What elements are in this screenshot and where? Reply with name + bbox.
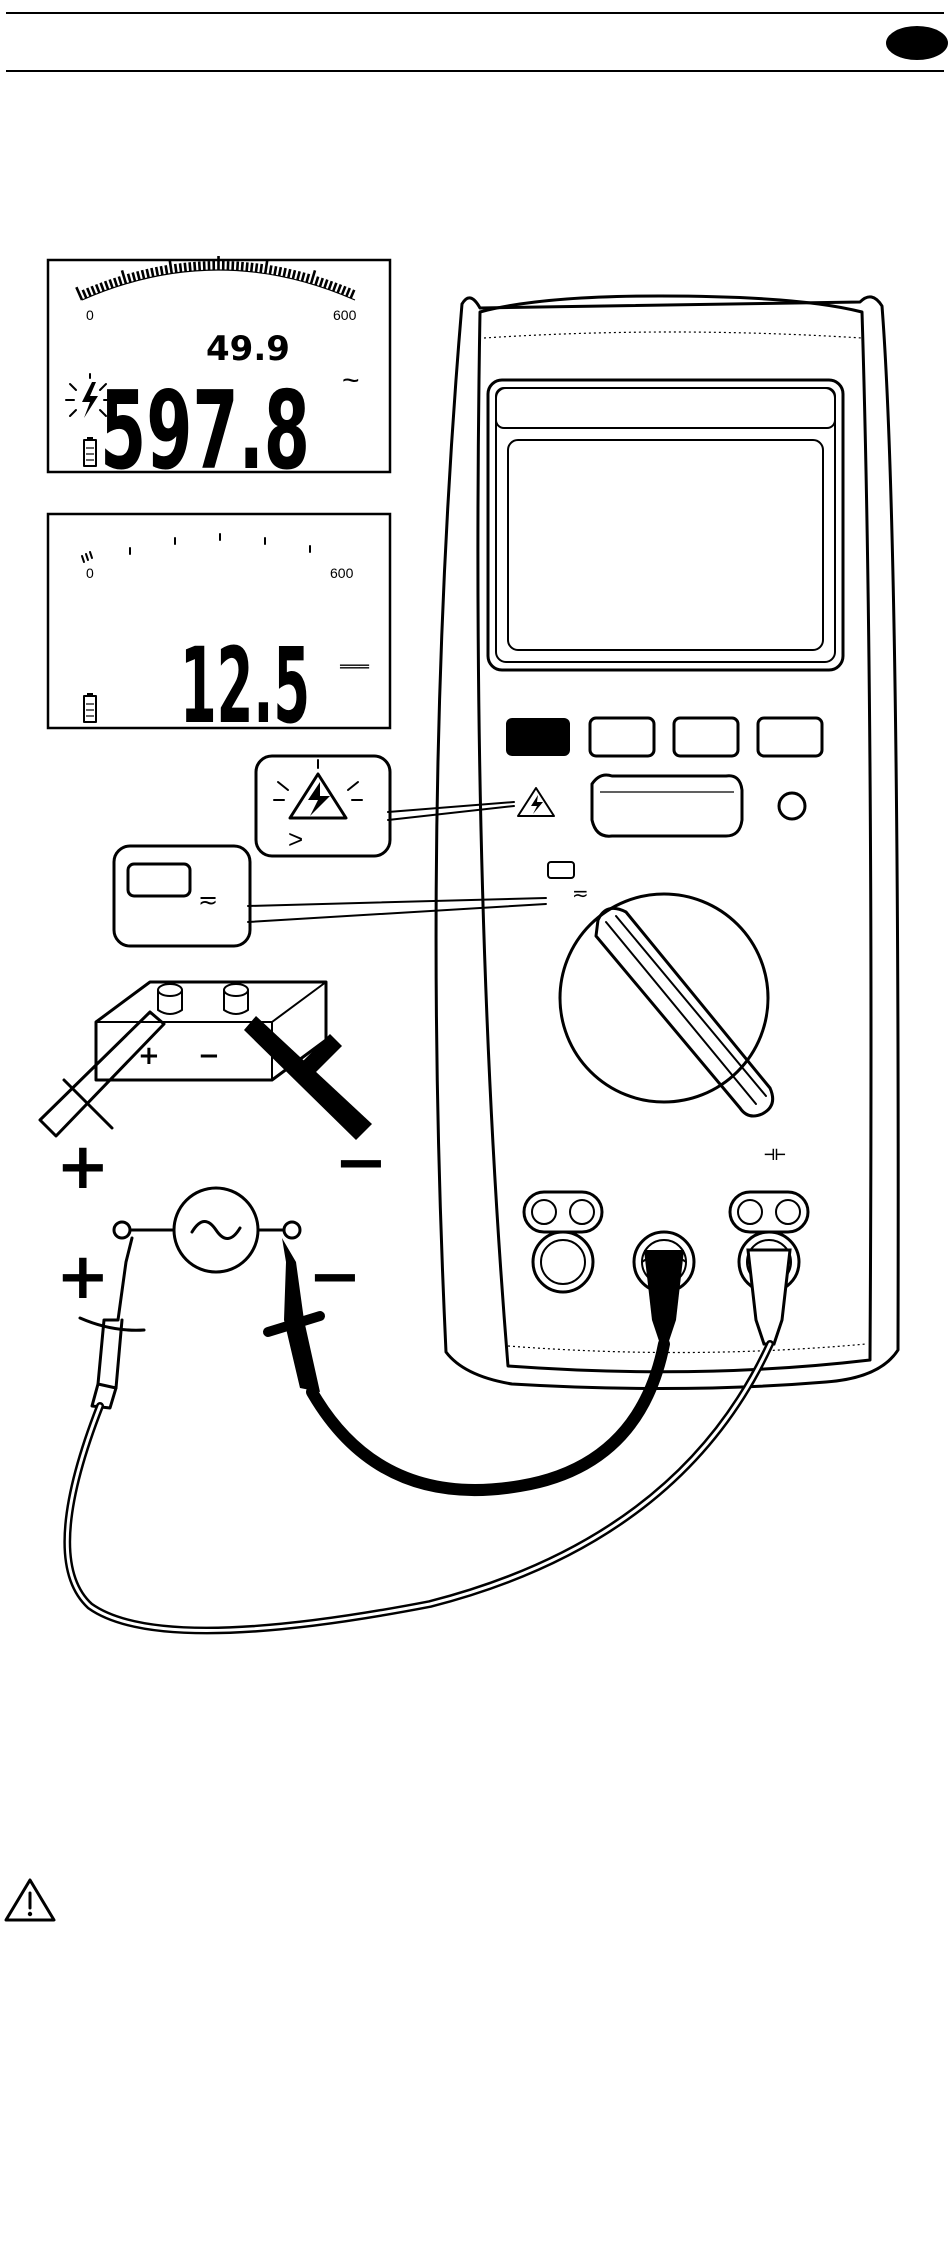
test-leads [67,1344,770,1631]
ac-minus-label: − [308,1240,362,1314]
rotary-dial-icon[interactable] [560,894,773,1116]
bargraph-segment [279,267,281,276]
mode-symbol: ~ [342,364,360,397]
ac-source-circuit: + − [56,1188,362,1408]
capacitance-symbol: ⊣⊢ [764,1144,786,1165]
hold-button[interactable] [592,775,742,836]
multimeter: ≂ ⊣⊢ [436,296,898,1389]
panel-hv-warning-icon [518,788,554,816]
bargraph-segment [270,265,271,274]
softkey-3[interactable] [674,718,738,756]
black-probe [244,1016,372,1140]
backlight-button[interactable] [779,793,805,819]
softkey-row [506,718,822,756]
bargraph-segment [156,267,158,276]
bargraph-segment [194,262,195,271]
softkey-2[interactable] [590,718,654,756]
mode-callout-symbol: ≂ [198,887,218,914]
black-test-plug [642,1250,686,1344]
circuit-plus-label: + [56,1130,110,1204]
bargraph-segment [166,265,167,274]
bargraph-segment [251,263,252,272]
display-ac: 0 600 49.9 597.8 ~ [48,256,390,494]
scale-end-label: 600 [330,565,354,581]
scale-start-label: 0 [86,565,94,581]
red-probe [40,1012,164,1136]
bargraph-segment [237,262,238,271]
main-reading: 12.5 [180,625,310,747]
svg-text:≂: ≂ [572,883,589,905]
bargraph-segment [261,264,262,273]
hazard-callout: > [256,756,514,856]
bargraph-segment [256,263,257,272]
battery-minus-label: − [198,1041,220,1071]
bargraph-segment [190,262,191,271]
circuit-minus-label: − [334,1126,388,1200]
bargraph-segment [242,262,243,271]
bargraph-segment [284,268,286,277]
bargraph-segment [180,263,181,272]
jack-left[interactable] [524,1192,602,1292]
scale-end-label: 600 [333,307,357,323]
bargraph-segment [161,266,163,275]
meter-lcd [488,380,843,670]
mode-symbol: ═══ [339,657,369,676]
bargraph-segment [247,262,248,271]
bargraph-segment [175,264,176,273]
bargraph-segment [274,266,276,275]
main-reading: 597.8 [100,369,310,494]
caution-triangle-icon [6,1880,54,1920]
battery-circuit: + − + − [40,982,388,1204]
display-dc: 0 600 12.5 ═══ [48,514,390,747]
softkey-1[interactable] [506,718,570,756]
secondary-reading: 49.9 [206,329,290,369]
panel-mode-indicator: ≂ [548,862,589,905]
bargraph-segment [185,263,186,272]
white-test-plug [748,1250,790,1344]
ac-plus-label: + [56,1240,110,1314]
hazard-symbol: > [288,824,303,854]
bargraph-segment [199,262,200,271]
softkey-4[interactable] [758,718,822,756]
bargraph-segment [151,268,153,277]
scale-start-label: 0 [86,307,94,323]
